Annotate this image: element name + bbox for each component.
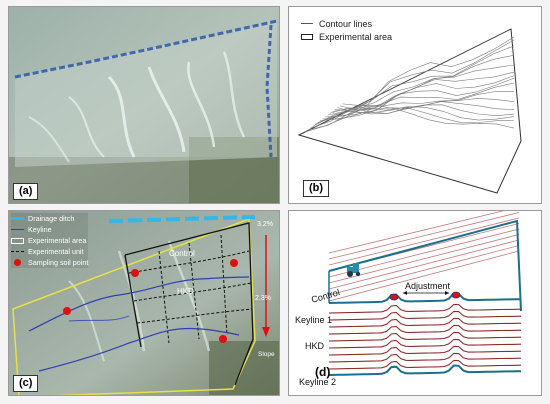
keyline-profile-lines — [328, 303, 522, 370]
experimental-units — [128, 234, 253, 344]
contour-line — [337, 106, 515, 121]
contour-line — [329, 98, 515, 114]
panel-b-contour-map: Contour lines Experimental area (b) — [288, 6, 542, 204]
sampling-point-1 — [131, 269, 139, 277]
label-slope-3-2: 3.2% — [257, 221, 273, 228]
keyline-profile-line — [328, 324, 522, 335]
panel-a-satellite-image: (a) — [8, 6, 280, 204]
label-slope: Slope — [258, 351, 275, 358]
adjustment-marker-right — [451, 291, 461, 299]
keyline-profile-line — [328, 310, 522, 321]
label-control-c: Control — [169, 249, 195, 258]
control-contour-line — [328, 212, 520, 260]
keyline-profile-line — [328, 317, 522, 328]
ditch-top — [14, 19, 278, 79]
slope-arrow-head — [262, 327, 270, 337]
panel-label-d: (d) — [315, 365, 331, 379]
adjustment-marker-left — [389, 293, 399, 301]
legend-item-keyline: Keyline — [11, 224, 88, 235]
sampling-point-4 — [219, 335, 227, 343]
control-contour-line — [328, 211, 505, 254]
control-contour-line — [328, 234, 520, 284]
legend-item-ditch: Drainage ditch — [11, 213, 88, 224]
contour-lines — [304, 36, 515, 133]
legend-c: Drainage ditch Keyline Experimental area… — [11, 213, 89, 268]
keyline-2 — [38, 327, 240, 372]
tractor-icon — [347, 263, 361, 277]
legend-item-area-c: Experimental area — [11, 235, 88, 246]
keyline-profile-line — [328, 359, 522, 370]
area-swatch — [301, 33, 313, 40]
keyline-profile-line — [328, 352, 522, 363]
keyline-diagram — [328, 211, 522, 376]
experimental-area-outline — [297, 28, 522, 194]
legend-label-sampling: Sampling soil point — [28, 258, 89, 267]
control-contour-line — [328, 217, 520, 266]
drainage-ditch — [108, 215, 256, 223]
keyline-profile-line — [328, 303, 522, 314]
legend-label-area: Experimental area — [319, 31, 393, 42]
label-keyline-2: Keyline 2 — [299, 377, 337, 387]
legend-item-unit: Experimental unit — [11, 246, 88, 257]
label-keyline-1: Keyline 1 — [295, 315, 333, 325]
contour-line — [332, 101, 515, 114]
contour-line — [317, 71, 515, 123]
legend-label-keyline: Keyline — [28, 225, 52, 234]
panel-label-c: (c) — [13, 375, 39, 392]
panel-d-keyline-diagram: Control Adjustment Keyline 1 HKD Keyline… — [288, 210, 542, 396]
control-contour-line — [328, 250, 520, 302]
sampling-swatch — [14, 259, 21, 266]
sampling-point-3 — [63, 307, 71, 315]
legend-b: Contour lines Experimental area — [301, 17, 392, 43]
label-adjustment: Adjustment — [405, 281, 451, 291]
label-hkd-c: HKD — [177, 287, 194, 296]
panel-label-a: (a) — [13, 183, 39, 200]
experimental-area-boundary — [124, 222, 254, 386]
keyline-1 — [28, 276, 250, 332]
control-contour-line — [328, 245, 520, 296]
legend-label-unit: Experimental unit — [28, 247, 84, 256]
unit-swatch — [11, 251, 24, 252]
keyline-profile-line — [328, 338, 522, 349]
sampling-point-2 — [230, 259, 238, 267]
terrain-base — [328, 364, 522, 376]
keyline-swatch — [11, 229, 24, 230]
area-swatch-c — [11, 237, 24, 244]
contour-line-swatch — [301, 23, 313, 24]
contour-line — [309, 45, 515, 129]
experimental-area-left — [124, 254, 142, 348]
legend-label-ditch: Drainage ditch — [28, 214, 75, 223]
legend-label-contour: Contour lines — [319, 18, 373, 29]
satellite-image — [9, 7, 279, 203]
ditch-right — [265, 24, 273, 158]
ditch-swatch — [11, 217, 24, 220]
contour-line — [324, 82, 515, 118]
label-slope-2-3: 2.3% — [255, 295, 271, 302]
terrain-outline-top — [328, 219, 522, 312]
panel-label-b: (b) — [303, 180, 330, 197]
contour-line — [322, 77, 515, 120]
label-hkd-d: HKD — [305, 341, 325, 351]
contour-line — [342, 103, 515, 129]
control-contour-line — [328, 239, 520, 290]
contour-line — [339, 105, 515, 124]
terrain-surface — [328, 292, 522, 304]
contour-line — [334, 104, 515, 117]
contour-line — [319, 75, 515, 122]
contour-line — [307, 39, 515, 131]
keyline-profile-line — [328, 345, 522, 356]
contour-map — [297, 28, 522, 194]
control-contour-line — [328, 228, 520, 278]
legend-label-area-c: Experimental area — [28, 236, 87, 245]
contour-line — [304, 36, 515, 133]
panel-c-annotated-map: Drainage ditch Keyline Experimental area… — [8, 210, 280, 396]
legend-item-area: Experimental area — [301, 30, 392, 43]
legend-item-sampling: Sampling soil point — [11, 257, 88, 268]
keyline-profile-line — [328, 331, 522, 342]
legend-item-contour: Contour lines — [301, 17, 392, 30]
